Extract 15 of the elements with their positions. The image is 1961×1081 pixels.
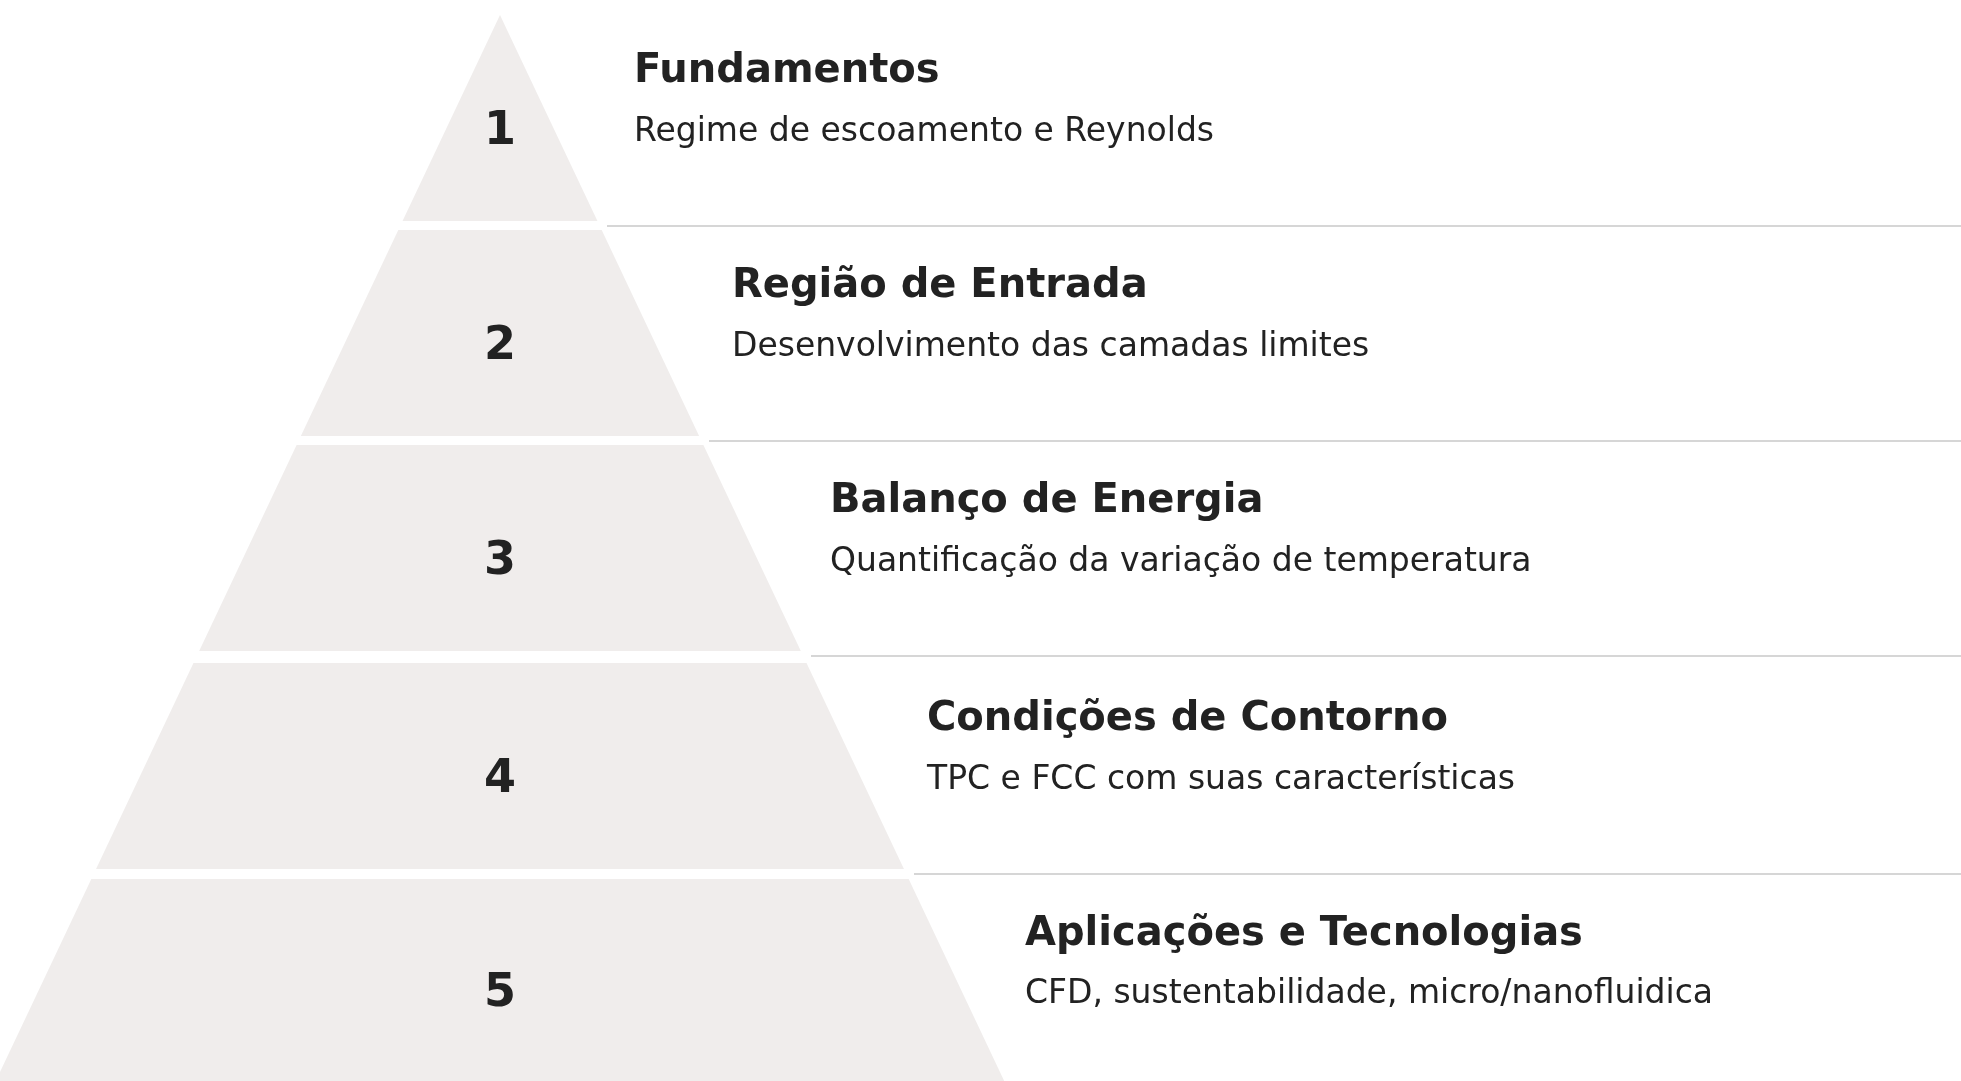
tier-heading: Balanço de Energia (830, 473, 1264, 522)
tier-heading: Aplicações e Tecnologias (1025, 907, 1583, 956)
tier-heading: Fundamentos (634, 43, 940, 92)
tier-description: Quantificação da variação de temperatura (830, 539, 1532, 580)
tier-description: TPC e FCC com suas características (927, 757, 1516, 798)
tier-description: CFD, sustentabilidade, micro/nanofluidica (1025, 971, 1714, 1012)
tier-number: 2 (484, 320, 516, 366)
tier-description: Desenvolvimento das camadas limites (732, 324, 1370, 365)
tier-description: Regime de escoamento e Reynolds (634, 109, 1215, 150)
tier-number: 4 (484, 753, 516, 799)
tier-heading: Região de Entrada (732, 258, 1148, 307)
tier-number: 5 (484, 967, 516, 1013)
tier-heading: Condições de Contorno (927, 691, 1448, 740)
tier-number: 1 (484, 105, 516, 151)
tier-number: 3 (484, 535, 516, 581)
